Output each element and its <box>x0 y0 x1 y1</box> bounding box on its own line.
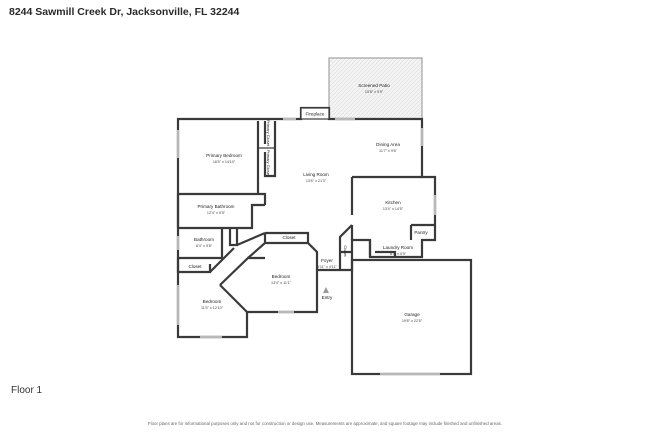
foyer-name: Foyer <box>321 258 333 263</box>
primary-bathroom-wall <box>176 194 265 230</box>
left-bedroom-wall <box>219 284 248 313</box>
primary-bathroom-name: Primary Bathroom <box>197 204 234 209</box>
primary-bathroom-dims: 12'4" x 5'5" <box>207 211 226 215</box>
garage-name: Garage <box>404 312 420 317</box>
bedroom-center-name: Bedroom <box>272 274 291 279</box>
garage-dims: 19'8" x 22'5" <box>402 319 423 323</box>
closet-foyer-name: Closet <box>343 245 348 257</box>
bathroom-dims: 8'4" x 5'8" <box>196 244 213 248</box>
laundry-wall <box>368 240 397 257</box>
closet-hall-name: Closet <box>282 235 296 240</box>
center-bedroom-wall <box>247 231 319 270</box>
bathroom-wall <box>178 228 239 260</box>
living-room-name: Living Room <box>303 172 329 177</box>
bedroom-left-name: Bedroom <box>203 299 222 304</box>
kitchen-dims: 13'4" x 14'5" <box>383 207 404 211</box>
bedroom-left-dims: 11'5" x 12'10" <box>201 306 224 310</box>
bedroom-center-dims: 13'4" x 11'1" <box>271 281 292 285</box>
windows <box>176 117 440 376</box>
laundry-room-dims: 8'4" x 5'5" <box>390 252 407 256</box>
screened-patio <box>328 57 423 120</box>
kitchen-name: Kitchen <box>385 200 401 205</box>
listing-address: 8244 Sawmill Creek Dr, Jacksonville, FL … <box>9 6 240 18</box>
closet-left-name: Closet <box>188 264 202 269</box>
dining-area-dims: 11'7" x 9'6" <box>379 149 398 153</box>
laundry-room-name: Laundry Room <box>383 245 413 250</box>
foyer-dims: 5'11" x 4'11" <box>317 265 337 269</box>
floor-label: Floor 1 <box>11 385 43 396</box>
bathroom-name: Bathroom <box>194 237 214 242</box>
garage <box>350 258 473 376</box>
dining-area-name: Dining Area <box>376 142 400 147</box>
fireplace-name: Fireplace <box>306 112 325 117</box>
primary-closet-1-name: Primary Closet <box>266 120 271 147</box>
living-room-dims: 13'6" x 21'3" <box>306 179 327 183</box>
primary-bedroom-name: Primary Bedroom <box>206 153 242 158</box>
pantry-name: Pantry <box>414 230 428 235</box>
disclaimer-text: Floor plans are for informational purpos… <box>147 421 503 426</box>
entry-name: Entry <box>322 295 333 300</box>
screened-patio-dims: 15'8" x 9'9" <box>365 90 384 94</box>
primary-bedroom-wall <box>178 121 277 205</box>
entry-arrow-icon <box>323 287 329 293</box>
kitchen-wall <box>350 175 435 240</box>
primary-closet-2-name: Primary Closet <box>266 150 271 177</box>
left-closet-wall <box>176 258 212 274</box>
screened-patio-name: Screened Patio <box>358 83 390 88</box>
foyer-closet-wall <box>338 224 354 270</box>
fireplace <box>300 107 330 120</box>
primary-bedroom-dims: 16'5" x 14'10" <box>213 160 236 164</box>
